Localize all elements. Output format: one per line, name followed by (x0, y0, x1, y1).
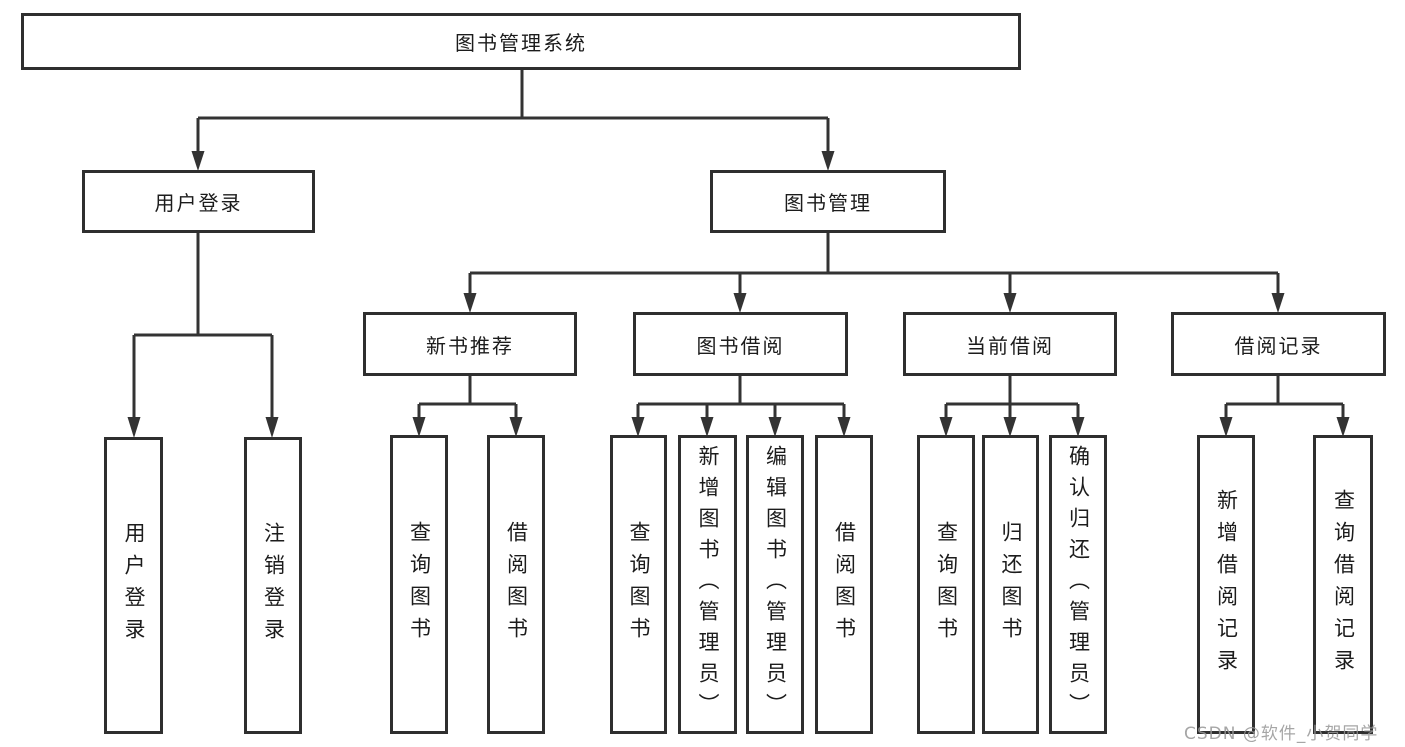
leaf-borrow-books: 借阅图书 (815, 435, 873, 734)
leaf-logout: 注销登录 (244, 437, 302, 734)
node-borrow-records: 借阅记录 (1171, 312, 1386, 376)
leaf-return-books: 归还图书 (982, 435, 1039, 734)
node-root-library-system: 图书管理系统 (21, 13, 1021, 70)
leaf-query-books-borrow: 查询图书 (610, 435, 667, 734)
leaf-query-borrow-record: 查询借阅记录 (1313, 435, 1373, 734)
leaf-user-login: 用户登录 (104, 437, 163, 734)
node-current-borrow: 当前借阅 (903, 312, 1117, 376)
node-new-book-recommend: 新书推荐 (363, 312, 577, 376)
leaf-query-books-current: 查询图书 (917, 435, 975, 734)
leaf-confirm-return-admin: 确认归还（管理员） (1049, 435, 1107, 734)
leaf-borrow-books-recommend: 借阅图书 (487, 435, 545, 734)
leaf-add-borrow-record: 新增借阅记录 (1197, 435, 1255, 734)
csdn-watermark: CSDN @软件_小贺同学 (1184, 724, 1379, 744)
leaf-add-books-admin: 新增图书（管理员） (678, 435, 737, 734)
node-book-borrow: 图书借阅 (633, 312, 848, 376)
node-user-login: 用户登录 (82, 170, 315, 233)
leaf-query-books-recommend: 查询图书 (390, 435, 448, 734)
leaf-edit-books-admin: 编辑图书（管理员） (746, 435, 804, 734)
node-book-management: 图书管理 (710, 170, 946, 233)
